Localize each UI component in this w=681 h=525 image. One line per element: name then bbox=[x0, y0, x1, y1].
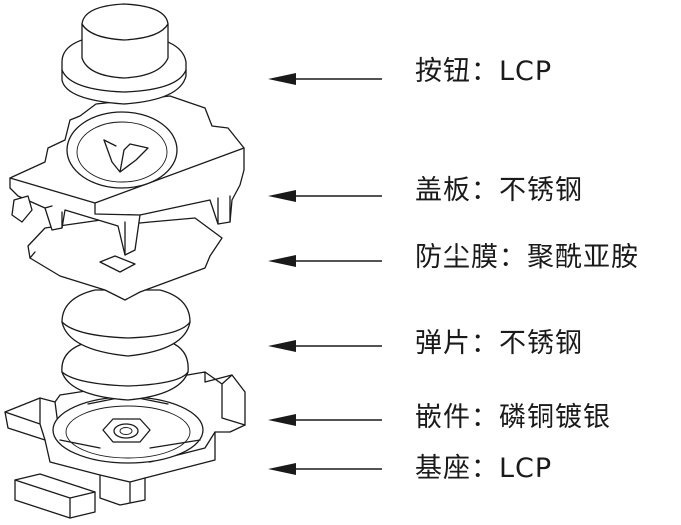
label-dust-film: 防尘膜：聚酰亚胺 bbox=[415, 242, 639, 273]
leader-arrow-insert bbox=[268, 414, 382, 426]
leader-arrow-base bbox=[268, 463, 382, 475]
label-dome-spring: 弹片：不锈钢 bbox=[415, 328, 583, 359]
leader-arrow-cover-plate bbox=[268, 190, 382, 202]
leader-arrow-dust-film bbox=[268, 255, 382, 267]
label-cover-plate: 盖板：不锈钢 bbox=[415, 175, 583, 206]
button-part bbox=[61, 3, 187, 105]
label-button: 按钮：LCP bbox=[415, 56, 553, 87]
label-base: 基座：LCP bbox=[415, 453, 553, 484]
leader-arrow-dome-spring bbox=[268, 340, 382, 352]
label-insert: 嵌件：磷铜镀银 bbox=[415, 402, 611, 433]
dome-spring-part bbox=[61, 289, 191, 401]
leader-arrow-button bbox=[268, 73, 382, 85]
cover-plate-part bbox=[9, 95, 245, 256]
